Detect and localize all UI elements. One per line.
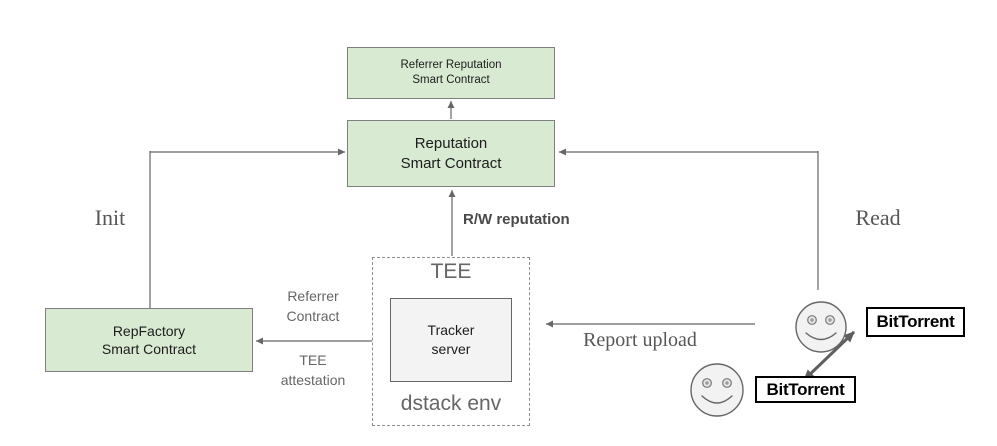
peer-smiley-1 [795, 301, 847, 353]
peer-smiley-2 [690, 363, 744, 417]
repfactory-contract-box: RepFactory Smart Contract [45, 308, 253, 372]
bittorrent-logo-1: BitTorrent [866, 307, 965, 337]
init-label: Init [94, 205, 126, 230]
tee-zone-label: TEE [430, 260, 472, 283]
bittorrent-logo-2: BitTorrent [755, 376, 856, 403]
edge-bittorrent-exchange [802, 330, 856, 382]
dstack-env-label: dstack env [400, 392, 502, 415]
tee-zone [372, 257, 530, 426]
referrer-contract-label: Referrer Contract [286, 288, 340, 324]
report-upload-label: Report upload [583, 329, 697, 351]
rw-reputation-label: R/W reputation [463, 211, 570, 228]
read-label: Read [855, 205, 901, 230]
tee-attestation-label: TEE attestation [280, 352, 346, 388]
tracker-server-box: Tracker server [390, 298, 512, 382]
referrer-reputation-contract-box: Referrer Reputation Smart Contract [347, 47, 555, 99]
reputation-contract-box: Reputation Smart Contract [347, 120, 555, 187]
